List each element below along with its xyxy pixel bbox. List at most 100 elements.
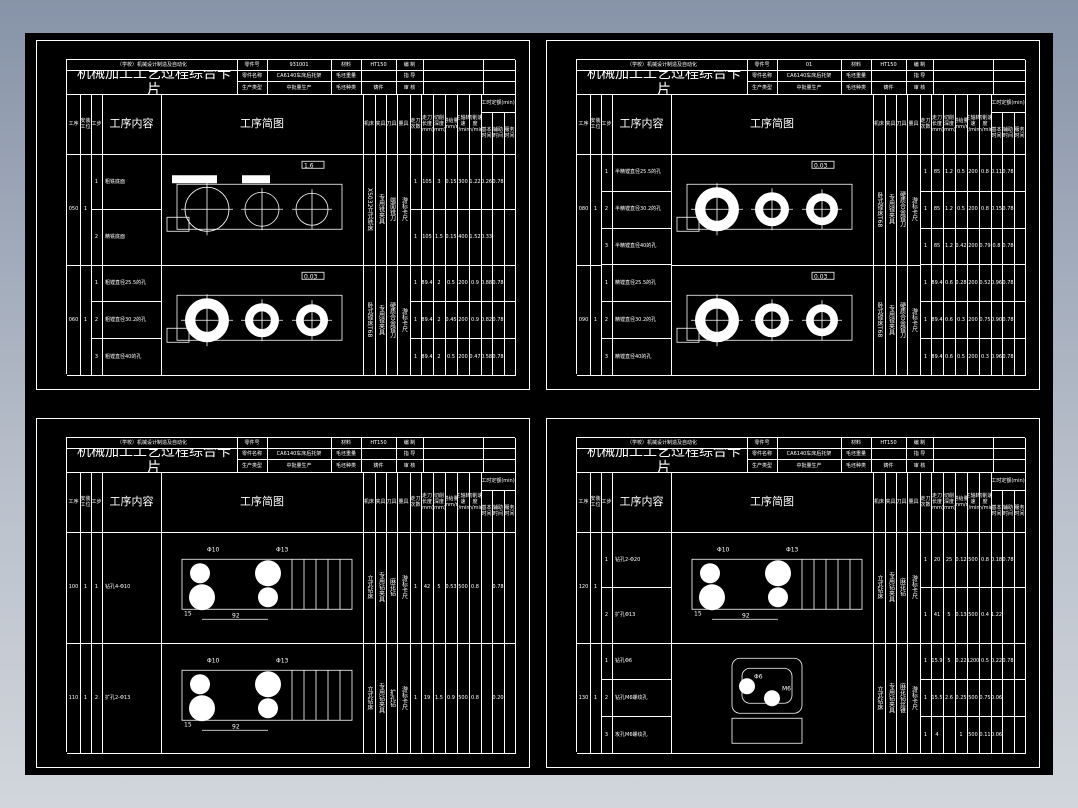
parameter-value: 20 — [931, 532, 944, 589]
step-number: 3 — [601, 338, 613, 376]
column-header-text: 夹具 — [375, 499, 386, 505]
parameter-value-text: 1 — [413, 316, 418, 323]
time-group-header-text: 工时定额(min) — [481, 478, 515, 484]
parameter-value: 89.4 — [931, 301, 944, 340]
sketch-cell: 0.03 — [671, 264, 874, 376]
header-cell — [361, 70, 397, 82]
header-cell — [423, 438, 484, 449]
parameter-value: 0.13 — [955, 587, 968, 644]
tolerance-frame — [301, 160, 325, 169]
column-header: 夹具 — [375, 472, 387, 533]
header-cell-text: 零件名称 — [241, 450, 262, 457]
column-header-text: 服务时间 — [504, 127, 515, 139]
parameter-value: 200 — [967, 154, 980, 192]
column-header: 工序内容 — [102, 472, 162, 533]
parameter-value-text: 0.8 — [981, 169, 989, 176]
machine: 立式钻床 — [363, 532, 376, 644]
cutting-tool-text: 硬质合金镗刀 — [898, 301, 906, 338]
operation-number-text: 060 — [68, 316, 79, 323]
drilled-hole — [768, 587, 788, 608]
column-header-text: 主轴转速(r/min) — [457, 115, 470, 133]
parameter-value — [1014, 642, 1026, 681]
parameter-value — [1002, 716, 1015, 754]
school-name: （学校）机械设计制造及自动化 — [577, 60, 748, 71]
parameter-value: 0.8 — [469, 532, 482, 644]
parameter-value-text: 89.4 — [931, 353, 943, 360]
parameter-value: 89.4 — [421, 264, 434, 303]
column-header: 工序简图 — [671, 472, 874, 533]
drilled-hole — [700, 563, 720, 584]
parameter-value-text: 85 — [933, 243, 941, 250]
parameter-value-text: 500 — [968, 694, 978, 701]
machined-surface — [242, 175, 270, 184]
parameter-value: 0.06 — [991, 679, 1003, 718]
column-header-text: 安装工位 — [590, 118, 601, 130]
parameter-value — [1014, 716, 1026, 754]
parameter-value: 1 — [920, 154, 932, 192]
column-header: 机床 — [363, 94, 376, 155]
parameter-value: 89.4 — [421, 301, 434, 340]
parameter-value-text: 0.33 — [481, 233, 493, 240]
machine-text: X5032立式铣床 — [366, 187, 373, 231]
column-header-text: 切削速度(m/min) — [469, 493, 482, 511]
parameter-value-text: 0.78 — [1002, 556, 1014, 563]
process-sketch: 0.03 — [676, 160, 853, 236]
parameter-value: 2 — [433, 338, 446, 376]
step-description: 钻孔Φ6 — [612, 642, 672, 681]
header-cell-text: 毛坯种类 — [845, 84, 866, 91]
operation-number-text: 090 — [578, 316, 589, 323]
school-name-text: （学校）机械设计制造及自动化 — [626, 440, 697, 446]
parameter-value-text: 0.5 — [447, 353, 455, 360]
parameter-value-text: 0.15 — [445, 178, 457, 185]
parameter-value: 1 — [920, 642, 932, 681]
parameter-value-text: 1 — [923, 169, 928, 176]
step-number-text: 3 — [604, 353, 609, 360]
dimension-label: Φ10 — [717, 546, 730, 553]
parameter-value-text: 0.8 — [981, 556, 989, 563]
step-number-text: 1 — [604, 279, 609, 286]
parameter-value: 0.88 — [481, 264, 493, 303]
parameter-value: 200 — [967, 301, 980, 340]
parameter-value: 1 — [920, 679, 932, 718]
step-number: 1 — [91, 154, 103, 211]
cutting-tool: 硬质合金镗刀 — [386, 264, 398, 376]
column-header-text: 工序 — [68, 499, 79, 505]
step-description-text: 钻孔4-Φ10 — [105, 584, 131, 591]
column-header: 安装工位 — [590, 472, 602, 533]
cutting-tool: 麻花钻 — [896, 532, 908, 644]
step-description: 钻孔M6螺纹孔 — [612, 679, 672, 718]
parameter-value: 300 — [457, 154, 470, 211]
column-header-text: 主轴转速(r/min) — [967, 115, 980, 133]
fixture-text: 专用镗夹具 — [377, 304, 385, 335]
column-header: 走刀次数 — [920, 94, 932, 155]
parameter-value-text: 4 — [935, 731, 939, 738]
step-number-text: 3 — [94, 353, 99, 360]
cutting-tool-text: 扩孔钻 — [388, 688, 396, 707]
column-header-text: 进给量(mm/r) — [445, 118, 458, 130]
header-cell: CA6140车床后托架 — [777, 70, 842, 82]
parameter-value-text: 0.78 — [1002, 243, 1014, 250]
gauge-text: 游标卡尺 — [400, 685, 408, 710]
column-header-text: 工序 — [578, 499, 589, 505]
step-number-text: 1 — [604, 556, 609, 563]
step-description: 扩孔2-Φ13 — [102, 642, 162, 754]
column-header: 切削速度(m/min) — [469, 94, 482, 155]
parameter-value: 0.82 — [481, 301, 493, 340]
step-description: 粗铣底面 — [102, 154, 162, 211]
parameter-value-text: 1 — [923, 694, 928, 701]
column-header-text: 服务时间 — [504, 505, 515, 517]
parameter-value-text: 0.45 — [445, 316, 457, 323]
header-cell — [423, 448, 484, 460]
parameter-value-text: 1.52 — [469, 233, 481, 240]
column-header-text: 服务时间 — [1014, 505, 1025, 517]
parameter-value-text: 0.6 — [945, 353, 953, 360]
parameter-value-text: 0.78 — [1002, 169, 1014, 176]
dimension-label: 92 — [742, 612, 750, 619]
column-header-text: 工序简图 — [240, 117, 284, 130]
header-cell: 931001 — [267, 60, 332, 71]
gauge-text: 游标卡尺 — [910, 197, 918, 222]
parameter-value — [504, 264, 516, 303]
tolerance-label: 1.6 — [304, 162, 314, 169]
